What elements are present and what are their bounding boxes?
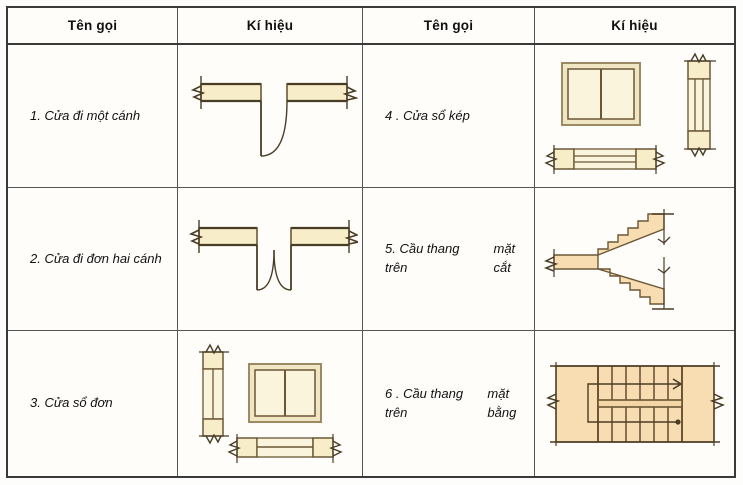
symbol-cell-stair-section — [535, 188, 734, 330]
entry-label-3: 3. Cửa sổ đơn — [8, 331, 178, 476]
table-row: 1. Cửa đi một cánh — [8, 45, 734, 188]
entry-label-6: 6 . Cầu thang trên mặt bằng — [363, 331, 535, 476]
entry-label-text: 1. Cửa đi một cánh — [30, 107, 141, 123]
entry-label-4: 4 . Cửa sổ kép — [363, 45, 535, 187]
entry-label-text: 4 . Cửa sổ kép — [385, 107, 470, 123]
symbols-table: Tên gọi Kí hiệu Tên gọi Kí hiệu 1. Cửa đ… — [6, 6, 736, 478]
table-row: 2. Cửa đi đơn hai cánh — [8, 188, 734, 331]
column-header-symbol-left: Kí hiệu — [178, 8, 363, 43]
double-window-views-icon — [535, 45, 734, 187]
entry-label-text-line2: mặt cắt — [493, 241, 516, 275]
single-leaf-door-plan-icon — [178, 45, 362, 187]
stair-section-icon — [535, 188, 734, 330]
entry-label-text-line2: mặt bằng — [487, 385, 517, 420]
column-header-symbol-right: Kí hiệu — [535, 8, 734, 43]
symbol-cell-double-door — [178, 188, 363, 330]
entry-label-text: 2. Cửa đi đơn hai cánh — [30, 250, 162, 266]
entry-label-5: 5. Cầu thang trên mặt cắt — [363, 188, 535, 330]
header-label: Kí hiệu — [246, 18, 294, 33]
column-header-name-left: Tên gọi — [8, 8, 178, 43]
symbol-cell-single-door — [178, 45, 363, 187]
entry-label-text-line1: 5. Cầu thang trên — [385, 241, 460, 275]
symbol-cell-single-window — [178, 331, 363, 476]
entry-label-2: 2. Cửa đi đơn hai cánh — [8, 188, 178, 330]
header-label: Kí hiệu — [611, 18, 658, 33]
header-label: Tên gọi — [67, 18, 118, 33]
table-header-row: Tên gọi Kí hiệu Tên gọi Kí hiệu — [8, 8, 734, 45]
symbol-cell-stair-plan — [535, 331, 734, 476]
entry-label-text: 3. Cửa sổ đơn — [30, 395, 113, 411]
double-leaf-door-plan-icon — [178, 188, 362, 330]
symbol-cell-double-window — [535, 45, 734, 187]
header-label: Tên gọi — [423, 18, 474, 33]
stair-plan-icon — [535, 331, 734, 476]
column-header-name-right: Tên gọi — [363, 8, 535, 43]
single-window-views-icon — [178, 331, 362, 476]
entry-label-text-line1: 6 . Cầu thang trên — [385, 385, 464, 420]
entry-label-1: 1. Cửa đi một cánh — [8, 45, 178, 187]
table-row: 3. Cửa sổ đơn — [8, 331, 734, 476]
